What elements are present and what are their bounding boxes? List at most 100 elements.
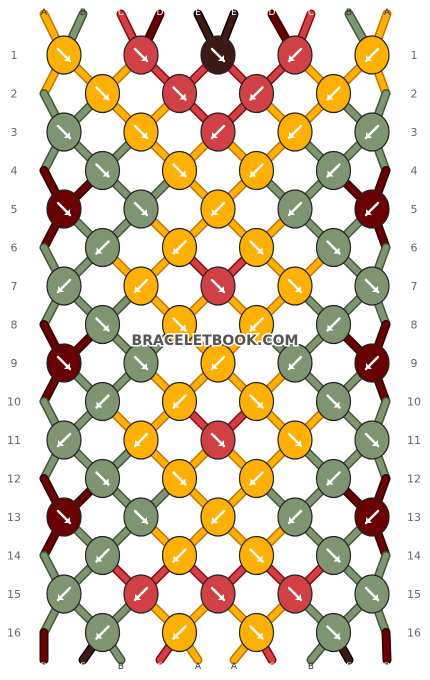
- row-label-left: 16: [7, 627, 21, 640]
- knot: [84, 304, 121, 345]
- knot: [277, 112, 313, 152]
- arrowhead-icon: [212, 132, 218, 138]
- arrowhead-icon: [289, 517, 295, 523]
- knot: [200, 189, 236, 229]
- arrowhead-icon: [366, 363, 372, 369]
- row-label-left: 8: [11, 319, 18, 332]
- row-label-right: 14: [407, 550, 421, 563]
- row-label-right: 8: [411, 319, 418, 332]
- row-label-left: 9: [11, 357, 18, 370]
- arrowhead-icon: [289, 363, 295, 369]
- arrowhead-icon: [141, 132, 147, 138]
- arrowhead-icon: [289, 209, 295, 215]
- knot: [123, 35, 159, 75]
- arrowhead-icon: [372, 594, 378, 600]
- knot: [84, 150, 121, 191]
- arrowhead-icon: [135, 594, 141, 600]
- arrowhead-icon: [295, 440, 301, 446]
- row-label-right: 12: [407, 473, 421, 486]
- arrowhead-icon: [212, 517, 218, 523]
- knot-grid: [46, 35, 390, 653]
- arrowhead-icon: [173, 247, 180, 254]
- arrowhead-icon: [366, 55, 372, 61]
- knot: [123, 112, 159, 152]
- arrowhead-icon: [141, 363, 147, 369]
- arrowhead-icon: [366, 209, 372, 215]
- row-label-left: 13: [7, 511, 21, 524]
- knot: [354, 266, 390, 306]
- knot: [354, 574, 390, 614]
- top-string-label: B: [346, 8, 352, 18]
- arrowhead-icon: [327, 93, 334, 100]
- knot: [277, 420, 313, 460]
- knot: [161, 227, 198, 268]
- knot: [238, 150, 275, 191]
- top-string-label: E: [195, 8, 201, 18]
- knot: [354, 497, 390, 537]
- knot: [277, 266, 313, 306]
- knot: [277, 497, 313, 537]
- bottom-string-label: A: [195, 662, 202, 672]
- knot: [161, 73, 198, 114]
- arrowhead-icon: [135, 286, 141, 292]
- top-string-label: D: [157, 8, 164, 18]
- row-label-left: 11: [7, 434, 21, 447]
- bottom-string-label: D: [41, 662, 48, 672]
- knot: [46, 189, 82, 229]
- arrowhead-icon: [96, 632, 103, 639]
- row-label-right: 7: [411, 280, 418, 293]
- knot: [123, 574, 159, 614]
- row-label-right: 5: [411, 203, 418, 216]
- knot: [200, 266, 236, 306]
- row-label-left: 2: [11, 88, 18, 101]
- row-label-left: 4: [11, 165, 18, 178]
- row-label-left: 14: [7, 550, 21, 563]
- knot: [200, 574, 236, 614]
- row-label-left: 12: [7, 473, 21, 486]
- bottom-string-label: E: [80, 662, 86, 672]
- arrowhead-icon: [141, 209, 147, 215]
- arrowhead-icon: [179, 93, 186, 100]
- top-string-label: A: [41, 8, 48, 18]
- bottom-string-label: B: [308, 662, 314, 672]
- arrowhead-icon: [327, 478, 334, 485]
- arrowhead-icon: [295, 286, 301, 292]
- arrowhead-icon: [102, 324, 109, 331]
- knot: [354, 35, 390, 75]
- arrowhead-icon: [289, 132, 295, 138]
- knot: [84, 458, 121, 499]
- row-label-left: 7: [11, 280, 18, 293]
- knot: [277, 574, 313, 614]
- arrowhead-icon: [135, 440, 141, 446]
- knot: [46, 112, 82, 152]
- arrowhead-icon: [64, 209, 70, 215]
- knot: [315, 612, 352, 653]
- row-label-right: 4: [411, 165, 418, 178]
- bottom-string-label: B: [118, 662, 124, 672]
- knot: [84, 381, 121, 422]
- arrowhead-icon: [179, 170, 186, 177]
- arrowhead-icon: [96, 555, 103, 562]
- arrowhead-icon: [327, 324, 334, 331]
- arrowhead-icon: [173, 555, 180, 562]
- knot: [200, 420, 236, 460]
- arrowhead-icon: [372, 286, 378, 292]
- bottom-string-label: E: [346, 662, 352, 672]
- knot: [123, 420, 159, 460]
- row-label-right: 13: [407, 511, 421, 524]
- bottom-string-label: A: [231, 662, 238, 672]
- knot: [161, 612, 198, 653]
- arrowhead-icon: [218, 286, 224, 292]
- arrowhead-icon: [58, 594, 64, 600]
- top-string-label: A: [384, 8, 391, 18]
- arrowhead-icon: [102, 478, 109, 485]
- arrowhead-icon: [218, 440, 224, 446]
- row-label-right: 6: [411, 242, 418, 255]
- knot: [238, 612, 275, 653]
- bottom-string-label: D: [384, 662, 391, 672]
- arrowhead-icon: [250, 170, 257, 177]
- arrowhead-icon: [218, 594, 224, 600]
- top-string-label: E: [231, 8, 237, 18]
